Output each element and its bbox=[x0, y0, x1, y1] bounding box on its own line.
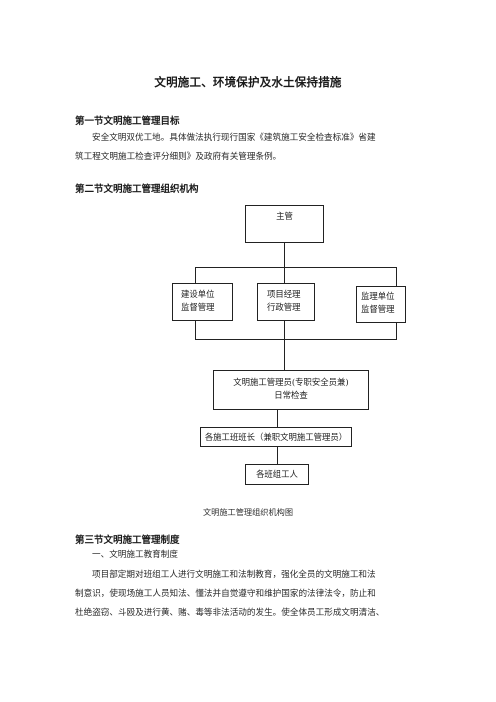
org-connector bbox=[195, 267, 397, 268]
org-box-workers: 各班组工人 bbox=[245, 464, 309, 485]
section3-subheading: 一、文明施工教育制度 bbox=[92, 550, 178, 560]
org-top-label: 主管 bbox=[276, 211, 293, 221]
org-box-top: 主管 bbox=[245, 205, 324, 243]
section3-line-3: 杜绝盗窃、斗殴及进行黄、赌、毒等非法活动的发生。使全体员工形成文明清洁、 bbox=[75, 608, 385, 618]
section3-line-1: 项目部定期对班组工人进行文明施工和法制教育，强化全员的文明施工和法 bbox=[92, 570, 376, 580]
section3-heading: 第三节文明施工管理制度 bbox=[75, 535, 180, 546]
section2-heading: 第二节文明施工管理组织机构 bbox=[75, 184, 199, 195]
page-title: 文明施工、环境保护及水土保持措施 bbox=[154, 75, 342, 89]
org-connector bbox=[284, 267, 285, 283]
org-pm-line2: 行政管理 bbox=[267, 302, 301, 312]
section1-line-2: 筑工程文明施工检查评分细则》及政府有关管理条例。 bbox=[75, 152, 282, 162]
org-connector bbox=[284, 243, 285, 267]
org-box-pm: 项目经理 行政管理 bbox=[257, 283, 315, 321]
section3-paragraph: 项目部定期对班组工人进行文明施工和法制教育，强化全员的文明施工和法 制意识，使现… bbox=[75, 566, 425, 623]
org-leaders-label: 各施工班班长（兼职文明施工管理员） bbox=[204, 432, 348, 442]
section1-paragraph: 安全文明双优工地。具体做法执行现行国家《建筑施工安全检查标准》省建 筑工程文明施… bbox=[75, 129, 425, 167]
org-connector bbox=[396, 267, 397, 286]
org-connector bbox=[195, 267, 196, 283]
org-connector bbox=[195, 321, 196, 339]
org-connector bbox=[284, 339, 285, 370]
org-connector bbox=[195, 339, 397, 340]
org-client-line2: 监督管理 bbox=[181, 302, 215, 312]
org-box-leaders: 各施工班班长（兼职文明施工管理员） bbox=[200, 427, 352, 447]
org-chart-caption: 文明施工管理组织机构图 bbox=[202, 507, 294, 517]
org-box-client: 建设单位 监督管理 bbox=[172, 283, 233, 321]
section1-line-1: 安全文明双优工地。具体做法执行现行国家《建筑施工安全检查标准》省建 bbox=[92, 133, 376, 143]
org-connector bbox=[277, 447, 278, 464]
org-officer-line1: 文明施工管理员(专职安全员兼) bbox=[233, 377, 349, 387]
org-connector bbox=[284, 321, 285, 339]
org-box-supervisor: 监理单位 监督管理 bbox=[356, 286, 406, 323]
section1-heading: 第一节文明施工管理目标 bbox=[75, 116, 180, 127]
org-workers-label: 各班组工人 bbox=[256, 469, 298, 479]
org-supervisor-line2: 监督管理 bbox=[361, 304, 395, 314]
org-connector bbox=[396, 323, 397, 339]
org-connector bbox=[277, 410, 278, 427]
org-pm-line1: 项目经理 bbox=[267, 289, 301, 299]
section3-line-2: 制意识，使现场施工人员知法、懂法并自觉遵守和维护国家的法律法令，防止和 bbox=[75, 589, 376, 599]
org-officer-line2: 日常检查 bbox=[274, 390, 308, 400]
org-supervisor-line1: 监理单位 bbox=[361, 291, 395, 301]
org-box-officer: 文明施工管理员(专职安全员兼) 日常检查 bbox=[213, 370, 369, 410]
org-client-line1: 建设单位 bbox=[181, 289, 215, 299]
